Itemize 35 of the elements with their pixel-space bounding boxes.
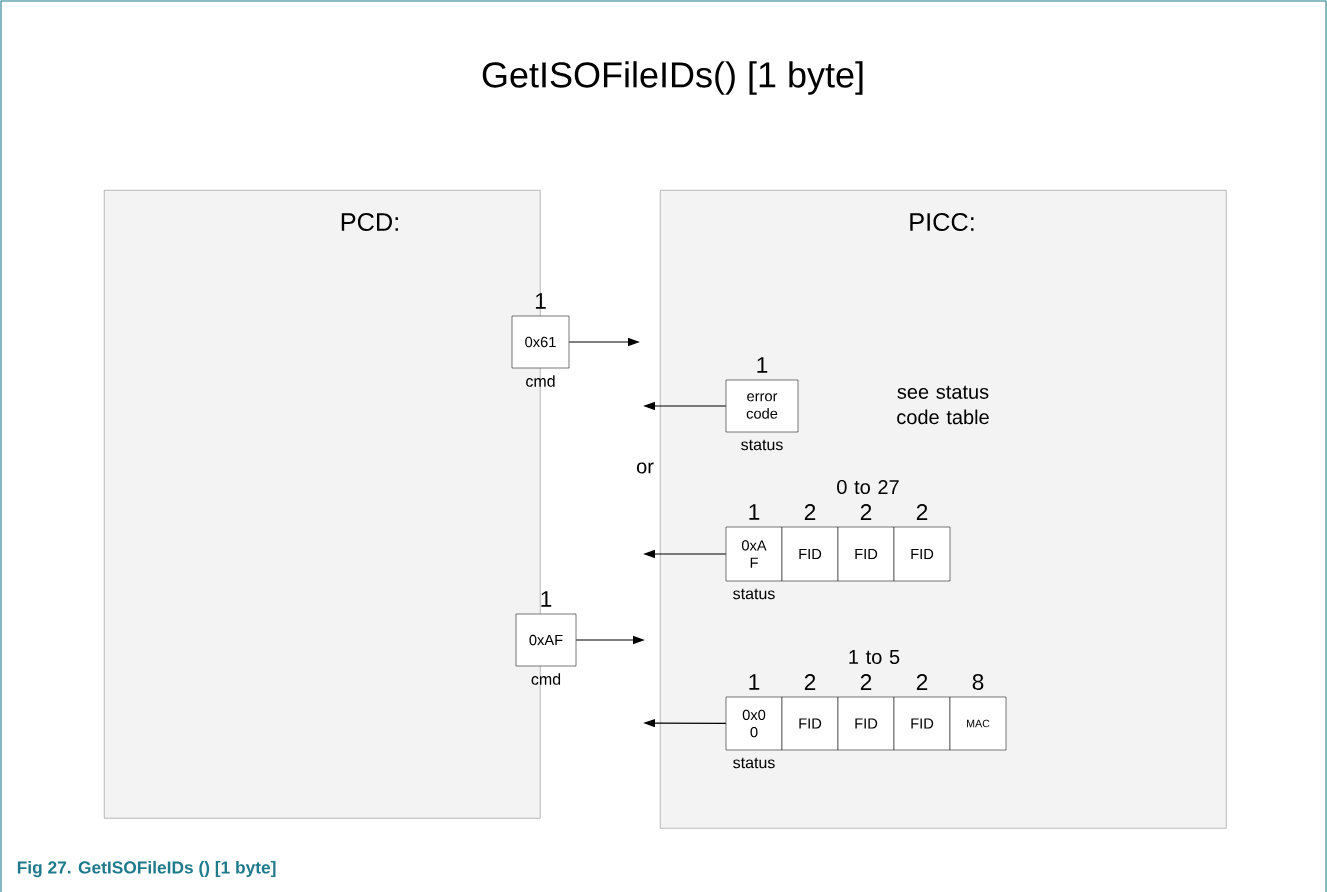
byte-count: 2 xyxy=(860,504,872,520)
field-box: 0xA F xyxy=(725,526,783,582)
caption: Fig 27. GetISOFileIDs () [1 byte] xyxy=(17,860,276,878)
field-label: status xyxy=(733,757,775,769)
field-box: 0x0 0 xyxy=(725,696,783,751)
byte-count: 1 xyxy=(541,591,552,607)
note-text: 1 to 5 xyxy=(849,650,900,664)
field-box: FID xyxy=(781,526,839,582)
byte-count: 2 xyxy=(804,504,816,520)
field-box: 0xAF xyxy=(515,613,577,667)
field-box: MAC xyxy=(949,696,1007,751)
byte-count: 2 xyxy=(860,674,872,690)
byte-count: 1 xyxy=(749,674,760,690)
field-box: FID xyxy=(781,696,839,751)
note-text: or xyxy=(636,462,654,474)
byte-count: 8 xyxy=(972,674,984,691)
field-label: status xyxy=(741,439,783,451)
field-label: cmd xyxy=(531,673,561,685)
field-box: error code xyxy=(725,379,799,433)
field-box: 0x61 xyxy=(511,315,570,369)
note-text: see status code table xyxy=(897,385,989,425)
byte-count: 1 xyxy=(757,357,768,373)
field-label: status xyxy=(733,588,775,600)
field-box: FID xyxy=(893,526,951,582)
field-box: FID xyxy=(837,696,895,751)
byte-count: 2 xyxy=(916,504,928,520)
byte-count: 1 xyxy=(535,293,546,309)
field-box: FID xyxy=(837,526,895,582)
note-text: 0 to 27 xyxy=(837,479,899,495)
byte-count: 2 xyxy=(804,674,816,690)
field-label: cmd xyxy=(526,375,555,387)
byte-count: 1 xyxy=(749,504,760,520)
field-box: FID xyxy=(893,696,951,751)
title: GetISOFileIDs() [1 byte] xyxy=(482,61,863,95)
byte-count: 2 xyxy=(916,674,928,690)
